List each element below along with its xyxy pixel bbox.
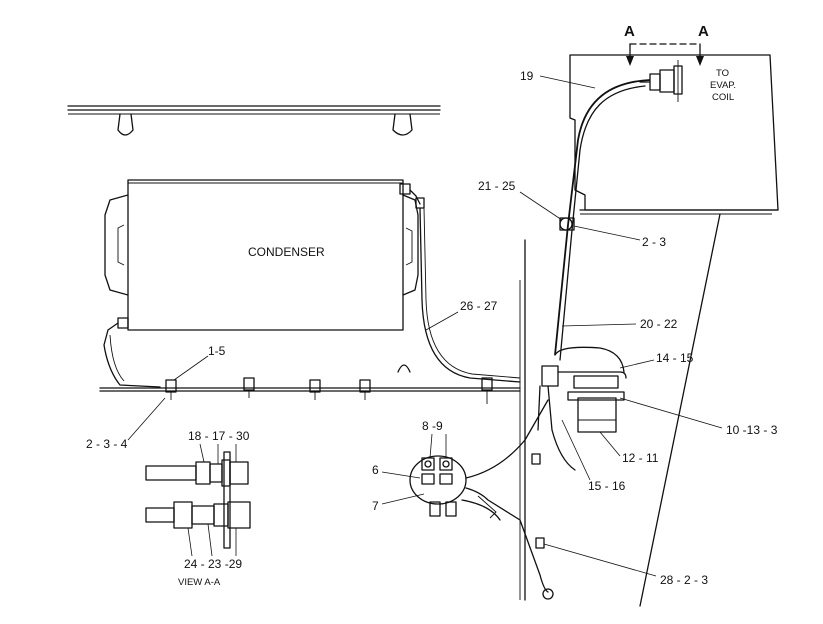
condenser-lines: [103, 183, 521, 388]
callout-6: 6: [372, 463, 379, 477]
view-aa-label: VIEW A-A: [178, 577, 221, 588]
condenser-unit: CONDENSER: [104, 179, 419, 331]
evap-fittings: [639, 60, 683, 102]
callout-7: 7: [372, 499, 379, 513]
callout-14-15: 14 - 15: [656, 351, 694, 365]
to-evap-line3: COIL: [712, 92, 734, 103]
callout-26-27: 26 - 27: [460, 299, 498, 313]
evaporator-housing: [569, 54, 779, 607]
callout-19: 19: [520, 69, 534, 83]
callout-21-25: 21 - 25: [478, 179, 516, 193]
bottom-rail: [99, 364, 521, 404]
clamp-upper: [559, 217, 575, 231]
callout-18-17-30: 18 - 17 - 30: [188, 429, 250, 443]
to-evap-line1: TO: [716, 68, 729, 79]
callout-28-2-3: 28 - 2 - 3: [660, 573, 708, 587]
evap-hoses: [554, 79, 651, 361]
callout-24-23-29: 24 - 23 -29: [184, 557, 242, 571]
callout-20-22: 20 - 22: [640, 317, 678, 331]
callout-8-9: 8 -9: [422, 419, 443, 433]
callouts: 19 21 - 25 2 - 3 26 - 27 20 - 22 1-5 14 …: [86, 69, 778, 587]
top-rail: [67, 105, 441, 136]
view-aa-fittings: VIEW A-A: [145, 451, 251, 588]
rail-clamps: [165, 377, 493, 404]
section-a-right-label: A: [698, 23, 709, 40]
to-evap-coil-note: TO EVAP. COIL: [710, 68, 736, 103]
callout-10-13-3: 10 -13 - 3: [726, 423, 778, 437]
callout-1-5: 1-5: [208, 344, 226, 358]
post-brackets: [531, 453, 554, 600]
vertical-post: [519, 239, 526, 601]
to-evap-line2: EVAP.: [710, 80, 736, 91]
condenser-label: CONDENSER: [248, 245, 325, 259]
section-a-left-label: A: [624, 23, 635, 40]
junction-and-drier: [537, 346, 627, 471]
manifold-assembly: [409, 399, 549, 593]
section-a-markers: A A: [624, 23, 709, 66]
callout-12-11: 12 - 11: [622, 451, 659, 465]
callout-2-3-4: 2 - 3 - 4: [86, 437, 128, 451]
callout-2-3-upper: 2 - 3: [642, 235, 666, 249]
callout-15-16: 15 - 16: [588, 479, 626, 493]
